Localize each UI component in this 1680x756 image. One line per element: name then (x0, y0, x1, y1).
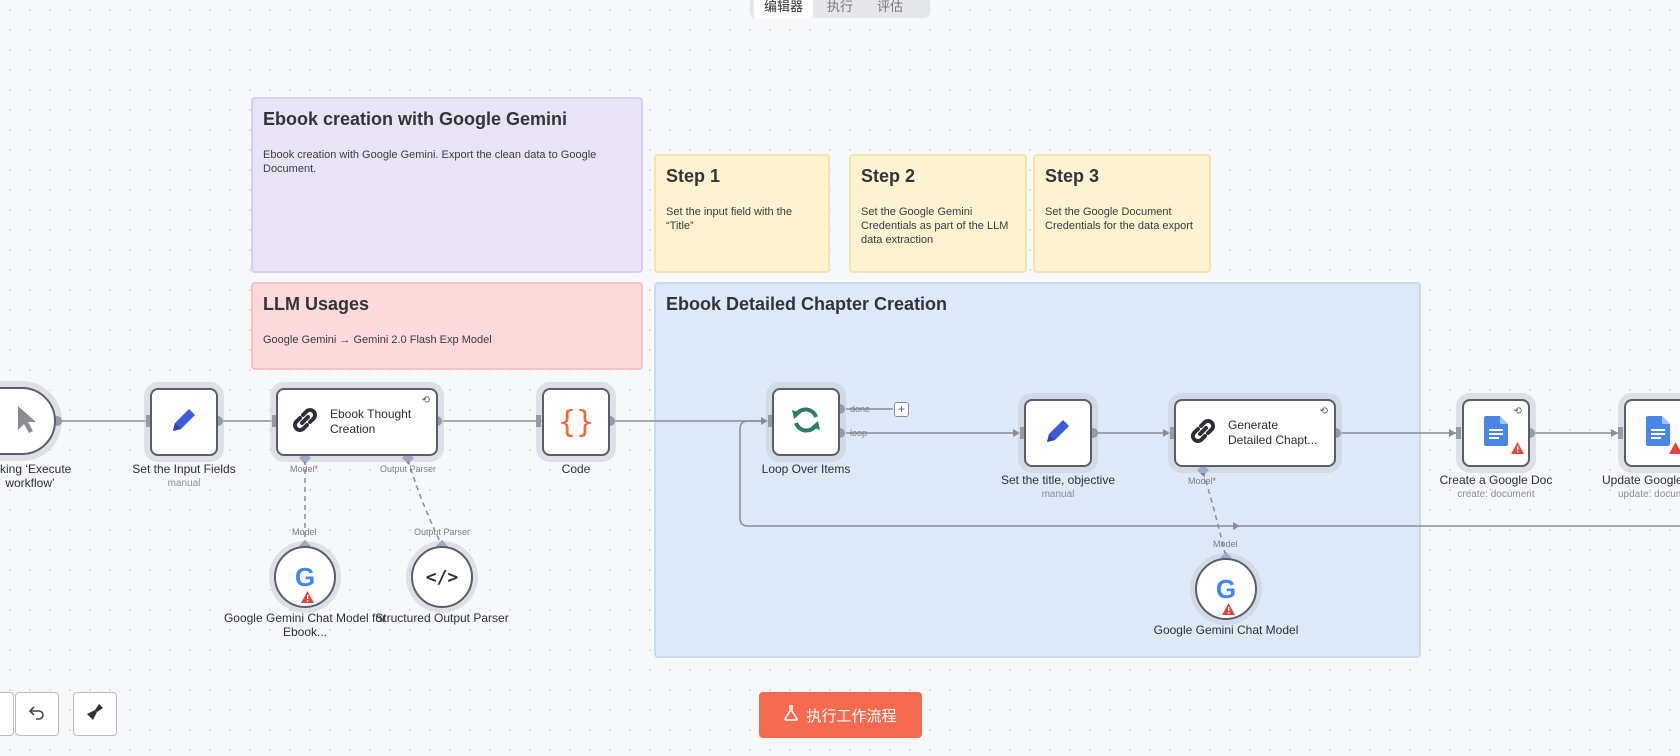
note-llm[interactable]: LLM Usages Google Gemini → Gemini 2.0 Fl… (251, 282, 643, 370)
note-main-title: Ebook creation with Google Gemini (263, 109, 568, 129)
curly-braces-icon: {} (557, 404, 595, 440)
trigger-label: licking ‘Execute workflow’ (0, 462, 72, 490)
parser-label: Structured Output Parser (375, 611, 509, 625)
thought-port-parser: Output Parser (380, 464, 437, 474)
zoom-control-button[interactable] (0, 692, 14, 736)
note-step3-text: Set the Google Document Credentials for … (1045, 206, 1193, 232)
generate-chapter-title: Generate Detailed Chapt... (1228, 418, 1318, 447)
gemini1-port-label: Model (292, 527, 317, 537)
loop-port-done: done (850, 404, 871, 414)
gemini-chat-model-ebook-node[interactable]: G (274, 546, 336, 608)
create-doc-sub: create: document (1457, 489, 1535, 500)
parser-port-label: Output Parser (414, 527, 471, 537)
retry-icon: ⟲ (1319, 406, 1328, 417)
execute-workflow-button[interactable]: 执行工作流程 (759, 692, 922, 738)
add-node-plus-icon[interactable]: + (894, 402, 909, 417)
set-title-sub: manual (1041, 489, 1075, 500)
generate-port-model: Model* (1188, 476, 1217, 486)
note-step2[interactable]: Step 2 Set the Google Gemini Credentials… (849, 154, 1027, 273)
update-doc-sub: update: docum (1618, 489, 1680, 500)
loop-arrows-icon (789, 403, 823, 442)
code-tag-icon: </> (425, 566, 459, 588)
flask-icon (784, 705, 799, 725)
code-node[interactable]: {} (542, 388, 610, 456)
google-g-icon: G (294, 561, 316, 592)
gemini-chat-model-node[interactable]: G (1195, 558, 1257, 620)
chain-link-icon (1188, 416, 1218, 451)
warning-icon (301, 590, 314, 608)
structured-output-parser-node[interactable]: </> (411, 546, 473, 608)
note-step1[interactable]: Step 1 Set the input field with the “Tit… (654, 154, 830, 273)
generate-chapter-node[interactable]: Generate Detailed Chapt... ⟲ (1174, 399, 1336, 467)
set-input-node[interactable] (150, 388, 218, 456)
broom-icon (85, 702, 105, 727)
note-chapter[interactable]: Ebook Detailed Chapter Creation (654, 282, 1421, 658)
create-google-doc-node[interactable]: ⟲ (1462, 399, 1530, 467)
note-chapter-title: Ebook Detailed Chapter Creation (666, 294, 948, 314)
note-llm-text: Google Gemini → Gemini 2.0 Flash Exp Mod… (263, 334, 492, 346)
pencil-icon (1042, 415, 1074, 452)
retry-icon: ⟲ (421, 395, 430, 406)
ebook-thought-node[interactable]: Ebook Thought Creation ⟲ (276, 388, 438, 456)
note-main-text: Ebook creation with Google Gemini. Expor… (263, 149, 597, 175)
set-input-sub: manual (167, 478, 201, 489)
google-docs-icon (1484, 415, 1508, 451)
update-google-doc-node[interactable] (1624, 399, 1680, 467)
tab-editor[interactable]: 编辑器 (754, 0, 814, 19)
note-main[interactable]: Ebook creation with Google Gemini Ebook … (251, 97, 643, 273)
note-step2-text: Set the Google Gemini Credentials as par… (861, 206, 1009, 246)
pencil-icon (168, 404, 200, 441)
create-doc-label: Create a Google Doc (1439, 473, 1553, 487)
ebook-thought-title: Ebook Thought Creation (330, 407, 412, 436)
undo-icon (28, 703, 46, 726)
set-input-label: Set the Input Fields (132, 462, 236, 476)
set-title-node[interactable] (1024, 399, 1092, 467)
undo-button[interactable] (15, 692, 59, 736)
loop-over-items-node[interactable] (772, 388, 840, 456)
retry-icon: ⟲ (1513, 406, 1522, 417)
note-step2-title: Step 2 (861, 166, 916, 186)
warning-icon (1511, 441, 1524, 459)
note-step3-title: Step 3 (1045, 166, 1100, 186)
loop-label: Loop Over Items (761, 462, 851, 476)
chain-link-icon (290, 405, 320, 440)
update-doc-label: Update Google (1602, 473, 1680, 487)
execute-workflow-label: 执行工作流程 (806, 707, 897, 725)
clear-execution-button[interactable] (73, 692, 117, 736)
set-title-label: Set the title, objective (1000, 473, 1116, 487)
tab-executions[interactable]: 执行 (827, 0, 854, 14)
gemini2-label: Google Gemini Chat Model (1153, 623, 1299, 637)
note-step1-title: Step 1 (666, 166, 721, 186)
loop-port-loop: loop (850, 428, 868, 438)
code-label: Code (561, 462, 591, 476)
warning-icon (1222, 602, 1235, 620)
note-step3[interactable]: Step 3 Set the Google Document Credentia… (1033, 154, 1211, 273)
note-llm-title: LLM Usages (263, 294, 370, 314)
gemini2-port-label: Model (1213, 539, 1238, 549)
google-g-icon: G (1215, 573, 1237, 604)
google-docs-icon (1646, 415, 1670, 451)
cursor-icon (14, 404, 40, 439)
thought-port-model: Model* (290, 464, 319, 474)
tab-evaluations[interactable]: 评估 (877, 0, 904, 14)
warning-icon (1669, 441, 1680, 459)
note-step1-text: Set the input field with the “Title” (666, 206, 792, 232)
gemini1-label: Google Gemini Chat Model for Ebook... (223, 611, 387, 639)
view-tabs: 编辑器 执行 评估 (750, 0, 930, 19)
manual-trigger-node[interactable] (0, 387, 56, 455)
